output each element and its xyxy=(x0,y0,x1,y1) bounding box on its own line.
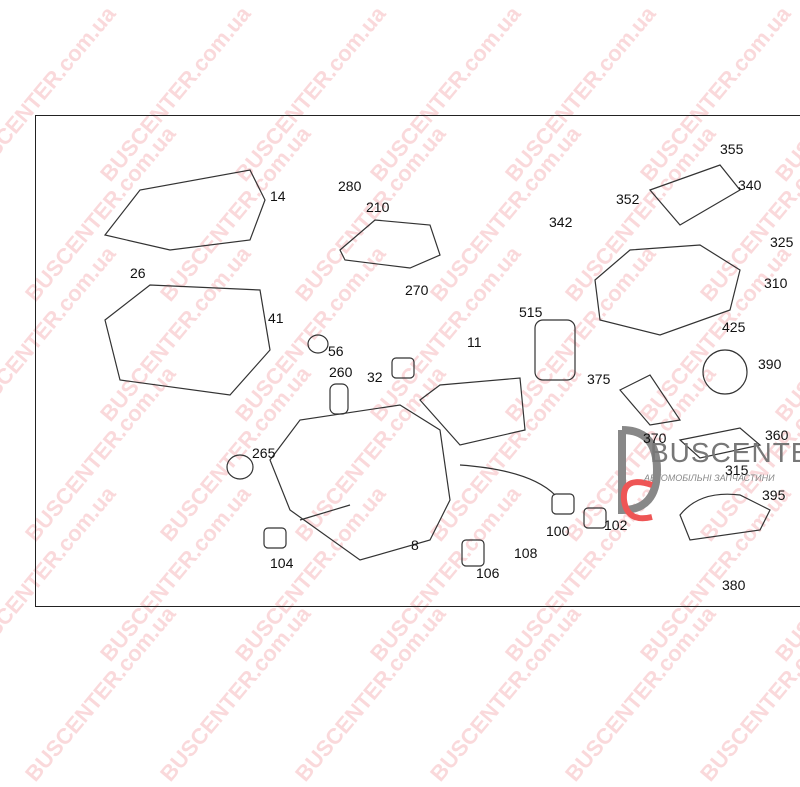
part-label-325: 325 xyxy=(770,234,794,250)
watermark-text: BUSCENTER.com.ua xyxy=(560,601,721,787)
part-label-315: 315 xyxy=(725,462,749,478)
part-label-355: 355 xyxy=(720,141,744,157)
part-label-108: 108 xyxy=(514,545,538,561)
part-210-shape xyxy=(339,219,441,269)
part-label-32: 32 xyxy=(367,369,383,385)
part-label-41: 41 xyxy=(268,310,284,326)
part-390-shape xyxy=(702,349,748,395)
logo-name: BUSCENTER xyxy=(650,437,800,468)
part-label-425: 425 xyxy=(722,319,746,335)
part-label-260: 260 xyxy=(329,364,353,380)
arrow-2 xyxy=(459,464,556,496)
buscenter-logo: BUSCENTER АВТОМОБІЛЬНІ ЗАПЧАСТИНИ xyxy=(612,425,800,525)
part-label-102: 102 xyxy=(604,517,628,533)
part-label-310: 310 xyxy=(764,275,788,291)
part-label-210: 210 xyxy=(366,199,390,215)
part-label-8: 8 xyxy=(411,537,419,553)
part-label-104: 104 xyxy=(270,555,294,571)
watermark-text: BUSCENTER.com.ua xyxy=(155,601,316,787)
part-main-housing-shape xyxy=(269,404,451,561)
part-label-395: 395 xyxy=(762,487,786,503)
part-265-shape xyxy=(226,454,254,480)
part-100-shape xyxy=(551,493,575,515)
part-360-shape xyxy=(678,427,762,459)
watermark-text: BUSCENTER.com.ua xyxy=(425,601,586,787)
arrow-1 xyxy=(299,504,351,521)
part-515-shape xyxy=(534,319,576,381)
watermark-text: BUSCENTER.com.ua xyxy=(290,601,451,787)
part-label-14: 14 xyxy=(270,188,286,204)
part-340-shape xyxy=(648,164,741,226)
part-370-shape xyxy=(619,374,682,426)
part-label-375: 375 xyxy=(587,371,611,387)
part-106-shape xyxy=(461,539,485,567)
part-104-shape xyxy=(263,527,287,549)
part-label-515: 515 xyxy=(519,304,543,320)
part-label-342: 342 xyxy=(549,214,573,230)
logo-mark-icon xyxy=(618,426,662,522)
watermark-text: BUSCENTER.com.ua xyxy=(20,601,181,787)
part-56-shape xyxy=(307,334,329,354)
part-label-26: 26 xyxy=(130,265,146,281)
logo-tagline: АВТОМОБІЛЬНІ ЗАПЧАСТИНИ xyxy=(644,473,775,483)
part-label-11: 11 xyxy=(467,334,482,350)
part-41-shape xyxy=(104,284,271,396)
part-label-380: 380 xyxy=(722,577,746,593)
parts-drawing xyxy=(103,164,771,567)
part-label-106: 106 xyxy=(476,565,500,581)
part-label-370: 370 xyxy=(643,430,667,446)
part-label-390: 390 xyxy=(758,356,782,372)
part-395-shape xyxy=(679,493,771,541)
part-260-shape xyxy=(329,383,349,415)
part-label-352: 352 xyxy=(616,191,640,207)
diagram-frame xyxy=(35,115,800,607)
part-label-56: 56 xyxy=(328,343,344,359)
part-310-shape xyxy=(594,244,741,336)
part-label-270: 270 xyxy=(405,282,429,298)
part-label-340: 340 xyxy=(738,177,762,193)
part-label-280: 280 xyxy=(338,178,362,194)
part-32-shape xyxy=(391,357,415,379)
part-label-265: 265 xyxy=(252,445,276,461)
part-102-shape xyxy=(583,507,607,529)
part-label-100: 100 xyxy=(546,523,570,539)
part-label-360: 360 xyxy=(765,427,789,443)
part-8-frame-shape xyxy=(419,377,526,446)
part-14-shape xyxy=(103,169,266,251)
